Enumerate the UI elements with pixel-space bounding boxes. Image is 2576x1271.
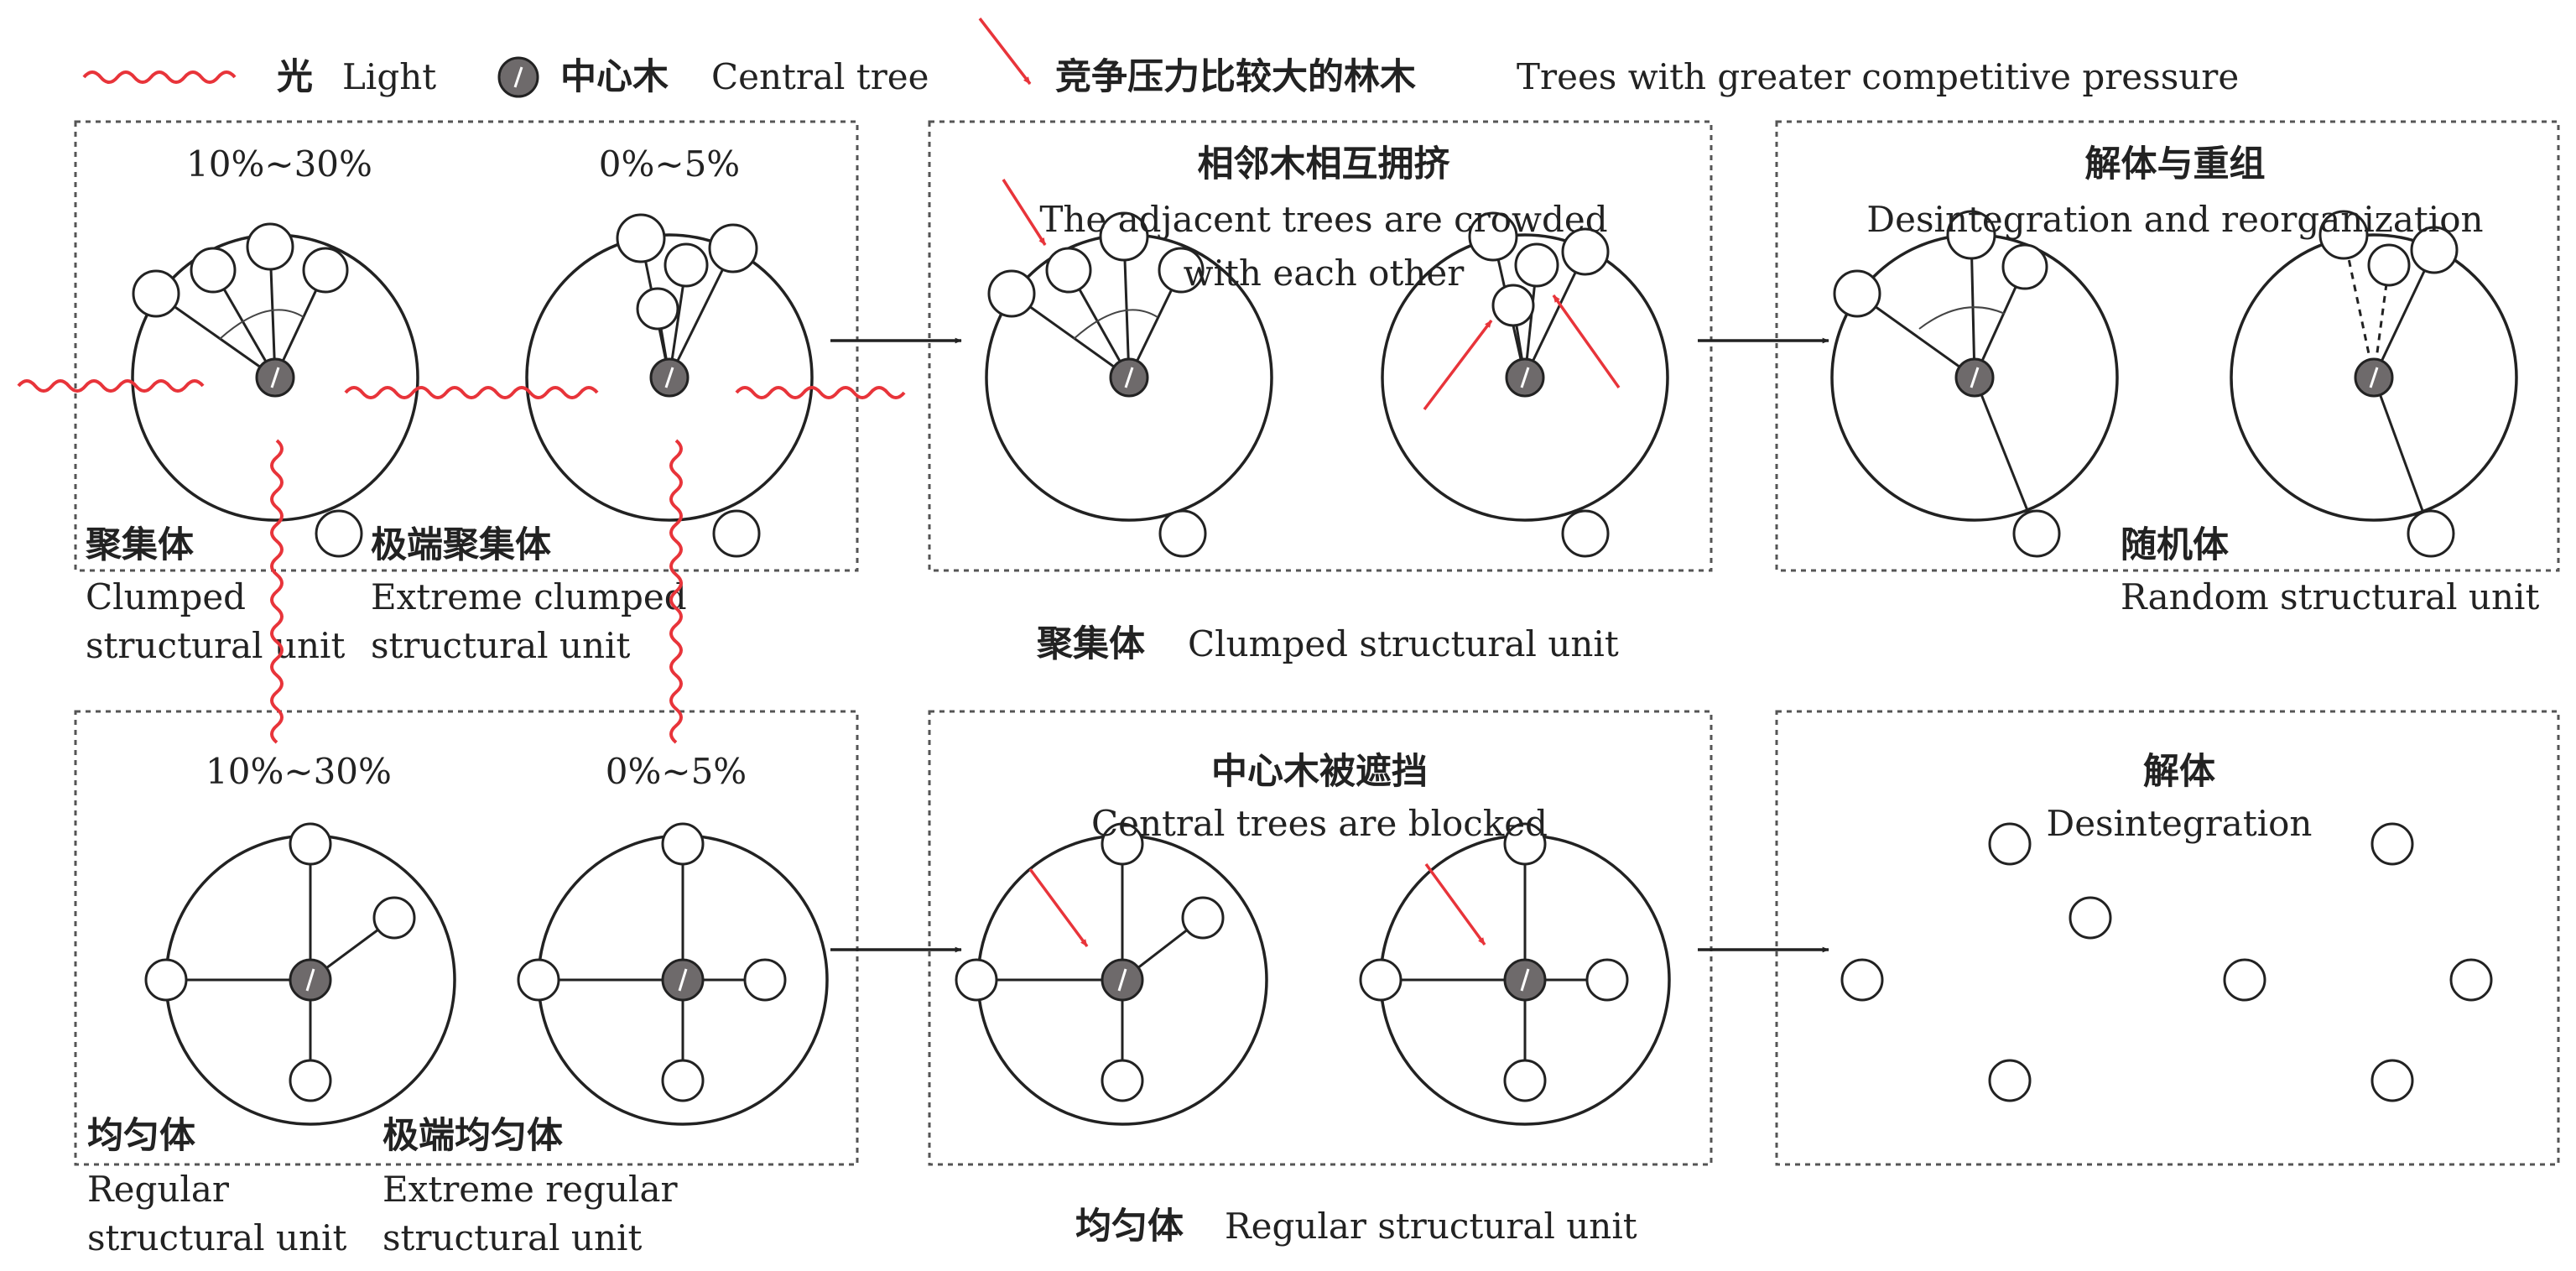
extreme-clumped-unit [525, 213, 814, 558]
top3-title-zh: 解体与重组 [2085, 143, 2266, 185]
reorganized-unit-left [1830, 210, 2119, 558]
blocked-unit-right [1359, 822, 1671, 1126]
legend-pressure-en: Trees with greater competitive pressure [1517, 56, 2239, 97]
central-tree [255, 357, 295, 398]
top-row-caption-zh: 聚集体 [1036, 623, 1145, 665]
bottom1-right-en-2: structural unit [382, 1217, 642, 1258]
scattered-tree [2223, 958, 2266, 1002]
central-tree [1503, 958, 1547, 1002]
central-tree-legend-icon [497, 56, 539, 98]
legend-central-en: Central tree [711, 56, 929, 97]
panel-bottom-2-frame [928, 710, 1713, 1166]
scattered-tree [2069, 896, 2112, 940]
top1-right-en-1: Extreme clumped [371, 576, 687, 617]
top3-label-zh: 随机体 [2121, 524, 2229, 566]
pressure-arrow-legend-icon [978, 17, 1032, 86]
bottom1-left-zh: 均匀体 [87, 1115, 195, 1157]
panel-bottom-1: 10%~30% 0%~5% [87, 751, 829, 1258]
top1-left-en-2: structural unit [86, 625, 345, 666]
bottom2-title-en: Central trees are blocked [1091, 803, 1548, 844]
scattered-tree [1840, 958, 1884, 1002]
regular-unit [144, 822, 456, 1126]
top2-title-zh: 相邻木相互拥挤 [1198, 143, 1451, 185]
top3-label-en: Random structural unit [2121, 576, 2539, 617]
pressure-arrow [1552, 294, 1621, 389]
light-wave-legend-icon [82, 70, 237, 84]
legend-central-zh: 中心木 [560, 56, 669, 98]
top1-pct-left: 10%~30% [186, 143, 372, 185]
scattered-tree [1988, 1059, 2032, 1102]
scattered-tree [2370, 1059, 2414, 1102]
top-row-caption-en: Clumped structural unit [1188, 623, 1619, 664]
legend-light-en: Light [342, 56, 436, 97]
bottom1-right-en-1: Extreme regular [382, 1169, 679, 1210]
panel-top-2-frame [928, 120, 1713, 572]
bottom-row-caption-en: Regular structural unit [1225, 1206, 1637, 1247]
bottom1-right-zh: 极端均匀体 [382, 1115, 563, 1157]
light-wave-vertical [669, 439, 683, 744]
panel-top-3: 解体与重组 Desintegration and reorganization … [1830, 143, 2539, 617]
light-wave [17, 379, 205, 393]
top1-left-zh: 聚集体 [85, 524, 194, 566]
scattered-trees [1840, 822, 2493, 1102]
central-tree [2354, 357, 2394, 398]
legend-pressure-zh: 竞争压力比较大的林木 [1055, 56, 1416, 98]
top2-title-en-2: with each other [1184, 253, 1465, 294]
central-tree [1954, 357, 1995, 398]
panel-bottom-2: 中心木被遮挡 Central trees are blocked [955, 751, 1671, 1126]
panel-top-3-frame [1775, 120, 2560, 572]
bottom1-left-en-2: structural unit [87, 1217, 346, 1258]
extreme-regular-unit [517, 822, 829, 1126]
bottom1-pct-right: 0%~5% [606, 751, 747, 792]
clumped-unit [131, 222, 419, 558]
bottom3-title-zh: 解体 [2143, 751, 2215, 793]
central-tree [289, 958, 332, 1002]
scattered-tree [2449, 958, 2493, 1002]
top1-left-en-1: Clumped [86, 576, 246, 617]
legend: 光 Light 中心木 Central tree 竞争压力比较大的林木 Tree… [82, 17, 2239, 98]
top1-pct-right: 0%~5% [599, 143, 740, 185]
blocked-unit-left [955, 822, 1268, 1126]
scattered-tree [1988, 822, 2032, 866]
light-wave [344, 386, 599, 399]
crowded-unit-right [1381, 211, 1669, 558]
bottom2-title-zh: 中心木被遮挡 [1211, 751, 1428, 793]
panel-top-1: 10%~30% 0%~5% [85, 143, 814, 666]
central-tree [1505, 357, 1545, 398]
top2-title-en-1: The adjacent trees are crowded [1039, 199, 1607, 240]
pressure-arrow [1028, 867, 1089, 948]
bottom-row-caption-zh: 均匀体 [1075, 1206, 1184, 1248]
light-waves [17, 379, 906, 744]
panel-bottom-3-frame [1775, 710, 2560, 1166]
top3-title-en: Desintegration and reorganization [1866, 199, 2483, 240]
bottom3-title-en: Desintegration [2047, 803, 2313, 844]
panel-bottom-3: 解体 Desintegration [1840, 751, 2493, 1102]
panel-top-2: 相邻木相互拥挤 The adjacent trees are crowded w… [985, 143, 1669, 558]
light-wave-vertical [270, 439, 284, 744]
central-tree [649, 357, 690, 398]
light-wave [735, 386, 906, 399]
crowded-unit-left [985, 211, 1273, 558]
panel-top-1-frame [74, 120, 859, 572]
scattered-tree [2370, 822, 2414, 866]
top1-right-en-2: structural unit [371, 625, 630, 666]
pressure-arrow [1424, 862, 1486, 946]
central-tree [1101, 958, 1144, 1002]
central-tree [1109, 357, 1149, 398]
top1-right-zh: 极端聚集体 [371, 524, 551, 566]
pressure-arrow [1423, 319, 1493, 411]
pressure-arrow [1002, 179, 1047, 246]
panel-bottom-1-frame [74, 710, 859, 1166]
legend-light-zh: 光 [277, 56, 313, 98]
bottom1-pct-left: 10%~30% [206, 751, 392, 792]
bottom1-left-en-1: Regular [87, 1169, 230, 1210]
central-tree [661, 958, 705, 1002]
reorganized-unit-right [2230, 210, 2518, 558]
